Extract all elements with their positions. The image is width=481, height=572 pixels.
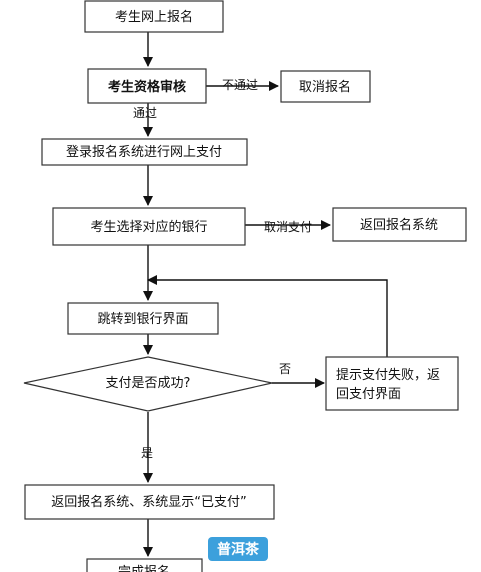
node-pay-fail-line2: 回支付界面 xyxy=(336,387,401,402)
edge-label-yes: 是 xyxy=(141,446,153,460)
watermark: 普洱茶 xyxy=(208,537,268,561)
node-apply: 考生网上报名 xyxy=(84,0,224,33)
node-complete-label: 完成报名 xyxy=(118,564,170,572)
node-pay-fail: 提示支付失败，返 回支付界面 xyxy=(325,356,459,411)
watermark-badge xyxy=(208,537,268,561)
watermark-text: 普洱茶 xyxy=(217,541,260,558)
edge-label-not-pass: 不通过 xyxy=(222,78,258,92)
node-return-system-label: 返回报名系统 xyxy=(360,217,438,233)
node-jump-bank: 跳转到银行界面 xyxy=(67,302,219,335)
edges xyxy=(143,32,388,557)
node-jump-bank-label: 跳转到银行界面 xyxy=(97,312,188,327)
node-login-pay: 登录报名系统进行网上支付 xyxy=(41,138,248,166)
node-review: 考生资格审核 xyxy=(87,68,207,104)
node-pay-fail-line1: 提示支付失败，返 xyxy=(336,367,440,383)
node-apply-label: 考生网上报名 xyxy=(115,9,193,25)
node-login-pay-label: 登录报名系统进行网上支付 xyxy=(66,144,222,160)
node-cancel-apply: 取消报名 xyxy=(280,70,371,103)
node-complete: 完成报名 xyxy=(86,558,203,572)
node-return-system: 返回报名系统 xyxy=(332,207,467,242)
node-pay-success-label: 支付是否成功? xyxy=(106,376,191,391)
node-return-paid-label: 返回报名系统、系统显示“已支付” xyxy=(51,494,246,510)
arrow-fail-loop-back xyxy=(147,275,388,357)
edge-label-no: 否 xyxy=(279,362,291,376)
node-choose-bank: 考生选择对应的银行 xyxy=(52,207,246,246)
node-cancel-apply-label: 取消报名 xyxy=(299,79,351,95)
edge-label-cancel-pay: 取消支付 xyxy=(264,220,312,234)
edge-label-pass: 通过 xyxy=(133,106,157,120)
node-return-paid: 返回报名系统、系统显示“已支付” xyxy=(24,484,275,520)
node-choose-bank-label: 考生选择对应的银行 xyxy=(90,219,207,235)
node-pay-success-decision: 支付是否成功? xyxy=(23,356,273,412)
node-review-label: 考生资格审核 xyxy=(108,79,186,95)
